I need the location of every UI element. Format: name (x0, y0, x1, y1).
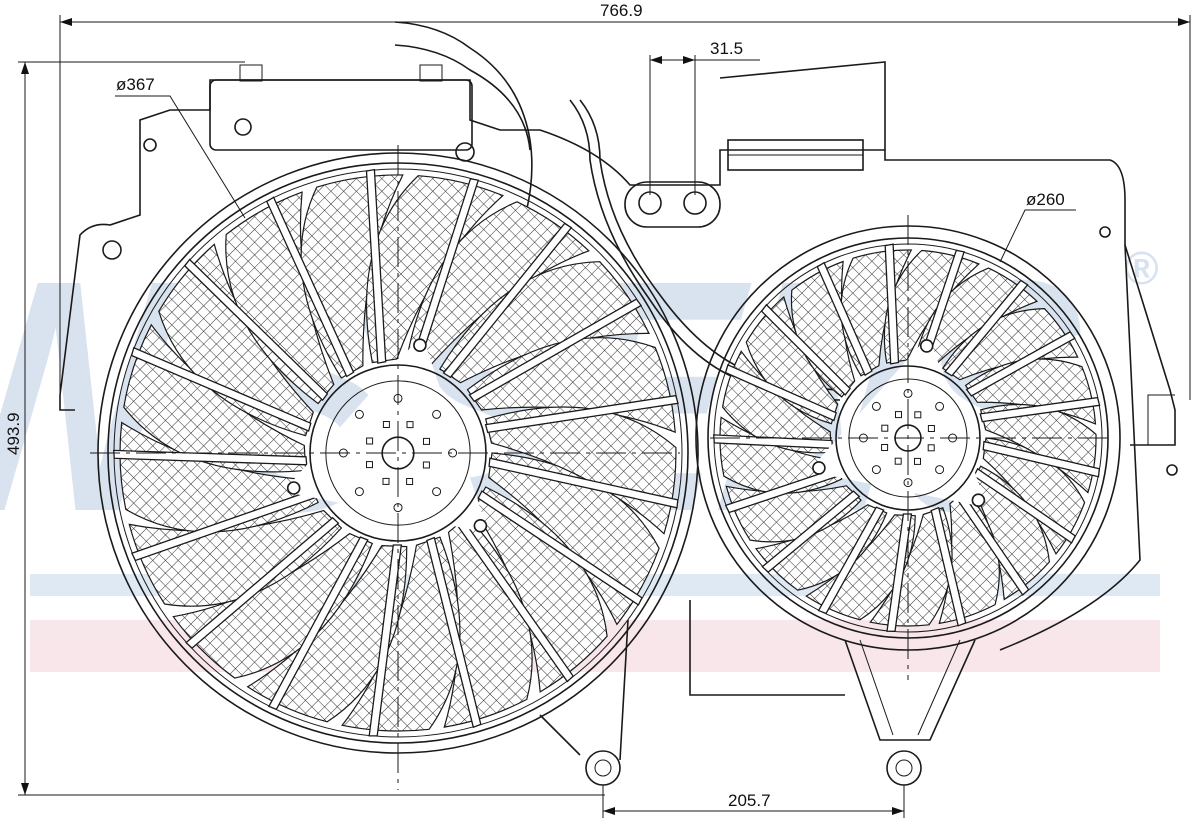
large-fan-hub-slot (382, 477, 390, 485)
small-fan-spoke (761, 490, 861, 573)
dim-overall-height: 493.9 (4, 412, 23, 455)
small-fan-hub-slot (881, 424, 889, 432)
small-fan-hub-hole (935, 401, 945, 411)
small-fan-screw-icon (919, 339, 934, 353)
watermark-registered-mark: ® (1124, 242, 1158, 294)
large-fan-hub-slot (406, 421, 414, 429)
large-fan-blade (484, 406, 677, 535)
small-fan-spoke (982, 440, 1101, 478)
small-fan-spoke (965, 331, 1076, 397)
small-fan (695, 225, 1121, 651)
large-fan-hub-slot (382, 421, 390, 428)
large-fan-hub-slot (422, 461, 430, 469)
small-fan-spoke (817, 506, 885, 615)
small-fan-hub-slot (927, 425, 935, 432)
small-fan-hub-slot (895, 411, 902, 419)
large-fan-spoke (468, 298, 643, 403)
small-fan-hub-hole (935, 465, 945, 475)
small-fan-hub-hole (903, 478, 913, 488)
dim-bottom-spacing: 205.7 (728, 791, 771, 810)
large-fan-hub-hole (432, 409, 442, 419)
small-fan-spoke (973, 467, 1077, 544)
large-fan-spoke (185, 516, 340, 649)
small-fan-screw-icon (971, 493, 986, 508)
large-fan-spoke (368, 544, 403, 737)
small-fan-spoke (886, 513, 913, 632)
large-fan-hub-slot (406, 478, 414, 485)
large-fan-spoke (488, 457, 679, 509)
large-fan-hub-slot (366, 461, 373, 469)
dim-overall-width: 766.9 (600, 1, 643, 20)
small-fan-spoke (944, 279, 1029, 377)
large-fan-spoke (426, 536, 482, 729)
large-fan-spoke (267, 536, 369, 711)
small-fan-hub-slot (927, 444, 935, 452)
small-fan-spoke (930, 506, 967, 627)
small-fan-spoke (816, 261, 873, 377)
large-fan-hub-hole (432, 487, 442, 497)
large-fan-screw-icon (286, 481, 301, 495)
small-fan-spoke (979, 396, 1101, 423)
large-fan-hub-hole (354, 487, 364, 497)
large-fan-spoke (130, 346, 312, 432)
small-fan-hub-slot (894, 457, 902, 465)
small-fan-hub-hole (871, 401, 881, 411)
centerlines (90, 145, 1110, 790)
large-fan-spoke (183, 258, 329, 402)
large-fan-screw-icon (473, 518, 488, 533)
small-fan-spoke (884, 243, 900, 365)
large-fan-hub-slot (366, 437, 374, 445)
small-fan-hub-hole (871, 465, 881, 475)
small-fan-spoke (760, 303, 851, 396)
large-fan-hub-slot (423, 437, 430, 445)
small-fan-spoke (724, 364, 837, 422)
small-fan-hub-slot (914, 457, 921, 465)
small-fan-screw-icon (812, 461, 826, 475)
large-fan (97, 152, 699, 754)
large-fan-spoke (442, 222, 573, 379)
large-fan-hub-hole (354, 409, 364, 419)
dim-mount-spacing: 31.5 (710, 39, 743, 58)
large-fan-spoke (112, 449, 308, 466)
large-fan-spoke (484, 394, 679, 434)
large-fan-spoke (365, 168, 387, 364)
dimensions: 766.9 31.5 493.9 205.7 ø367 ø260 (4, 1, 1191, 818)
shroud-housing (59, 21, 1178, 786)
small-fan-hub-slot (914, 411, 922, 419)
large-fan-screw-icon (413, 338, 427, 353)
dim-small-fan-diameter: ø260 (1026, 190, 1065, 209)
dim-large-fan-diameter: ø367 (116, 75, 155, 94)
large-fan-spoke (265, 196, 355, 378)
small-fan-hub-slot (881, 444, 889, 451)
large-fan-spoke (477, 490, 643, 606)
